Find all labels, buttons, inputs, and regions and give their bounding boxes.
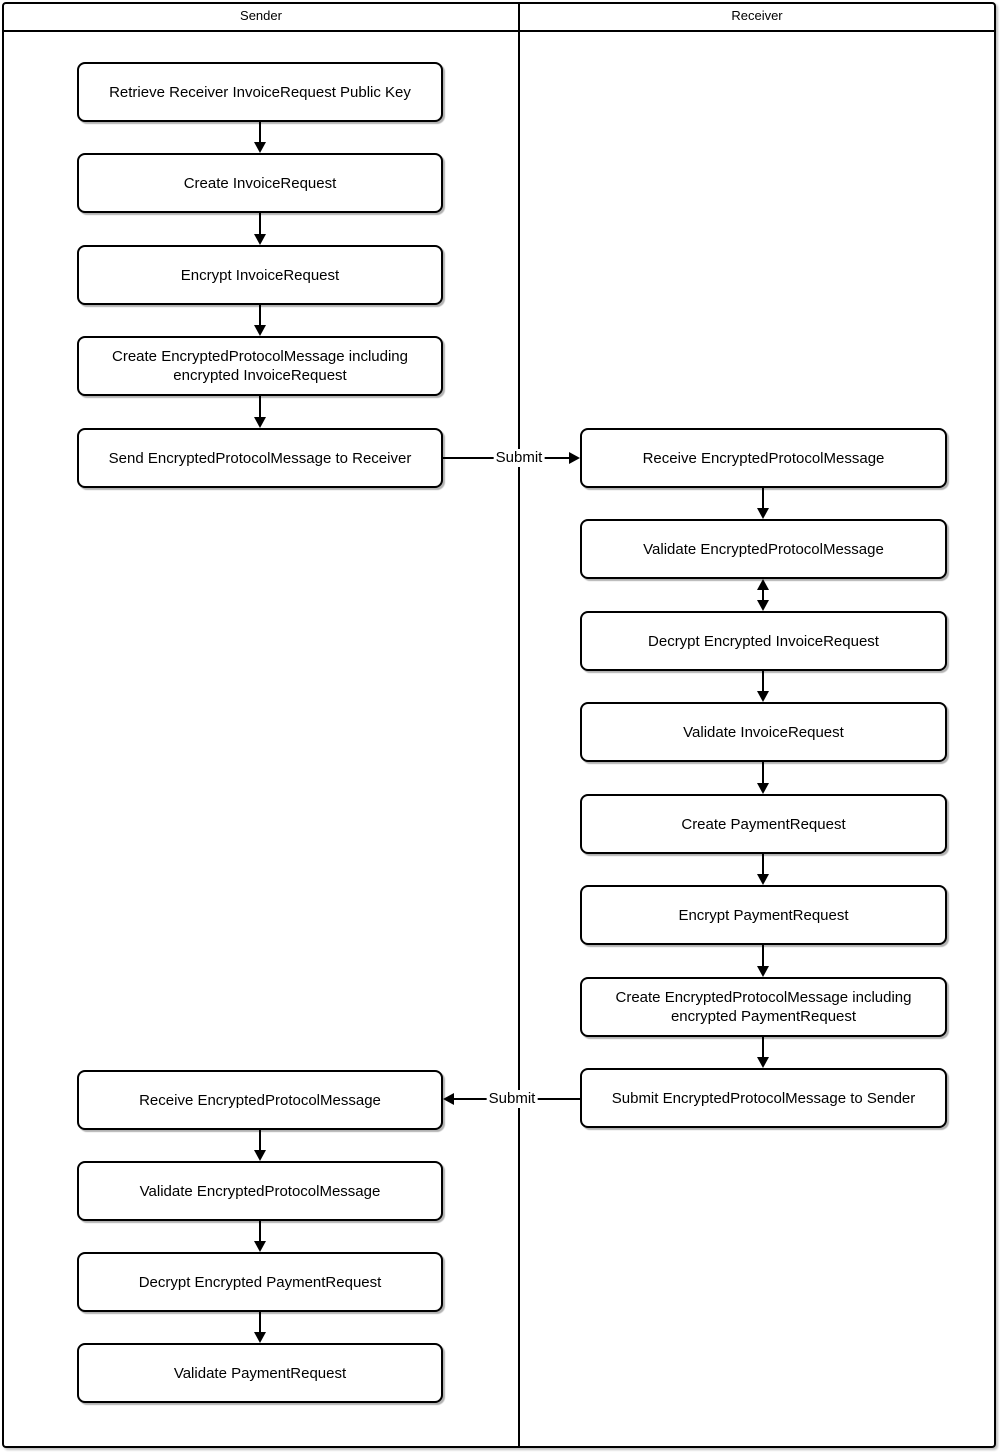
lane-header-receiver: Receiver [731,8,783,23]
down-arrow [757,762,769,794]
flow-node-encrypt-paymentrequest: Encrypt PaymentRequest [580,885,947,945]
flow-node-create-encryptedprotocolmessage-payment: Create EncryptedProtocolMessage includin… [580,977,947,1037]
flow-node-validate-invoicerequest: Validate InvoiceRequest [580,702,947,762]
flow-node-receive-encryptedprotocolmessage-sender: Receive EncryptedProtocolMessage [77,1070,443,1130]
down-arrow [757,671,769,702]
down-arrow [254,305,266,336]
down-arrow [254,213,266,245]
down-arrow [254,1130,266,1161]
submit-edge-label-bottom: Submit [486,1090,538,1108]
flow-node-receive-encryptedprotocolmessage-receiver: Receive EncryptedProtocolMessage [580,428,947,488]
flow-node-decrypt-encrypted-invoicerequest: Decrypt Encrypted InvoiceRequest [580,611,947,671]
flow-node-decrypt-encrypted-paymentrequest: Decrypt Encrypted PaymentRequest [77,1252,443,1312]
down-arrow [757,854,769,885]
lane-header-sender: Sender [240,8,282,23]
double-headed-arrow [757,579,769,611]
flow-node-create-encryptedprotocolmessage-invoice: Create EncryptedProtocolMessage includin… [77,336,443,396]
flow-node-validate-encryptedprotocolmessage-sender: Validate EncryptedProtocolMessage [77,1161,443,1221]
down-arrow [254,122,266,153]
flow-node-encrypt-invoicerequest: Encrypt InvoiceRequest [77,245,443,305]
down-arrow [757,1037,769,1068]
flow-node-validate-encryptedprotocolmessage-receiver: Validate EncryptedProtocolMessage [580,519,947,579]
down-arrow [757,488,769,519]
flow-node-retrieve-public-key: Retrieve Receiver InvoiceRequest Public … [77,62,443,122]
lane-divider [518,4,520,1446]
lane-header-divider [4,30,994,32]
flow-node-validate-paymentrequest: Validate PaymentRequest [77,1343,443,1403]
flow-node-submit-encryptedprotocolmessage: Submit EncryptedProtocolMessage to Sende… [580,1068,947,1128]
down-arrow [254,396,266,428]
down-arrow [757,945,769,977]
flow-node-create-invoicerequest: Create InvoiceRequest [77,153,443,213]
flow-node-send-encryptedprotocolmessage: Send EncryptedProtocolMessage to Receive… [77,428,443,488]
submit-edge-label-top: Submit [493,449,545,467]
down-arrow [254,1221,266,1252]
flow-node-create-paymentrequest: Create PaymentRequest [580,794,947,854]
down-arrow [254,1312,266,1343]
